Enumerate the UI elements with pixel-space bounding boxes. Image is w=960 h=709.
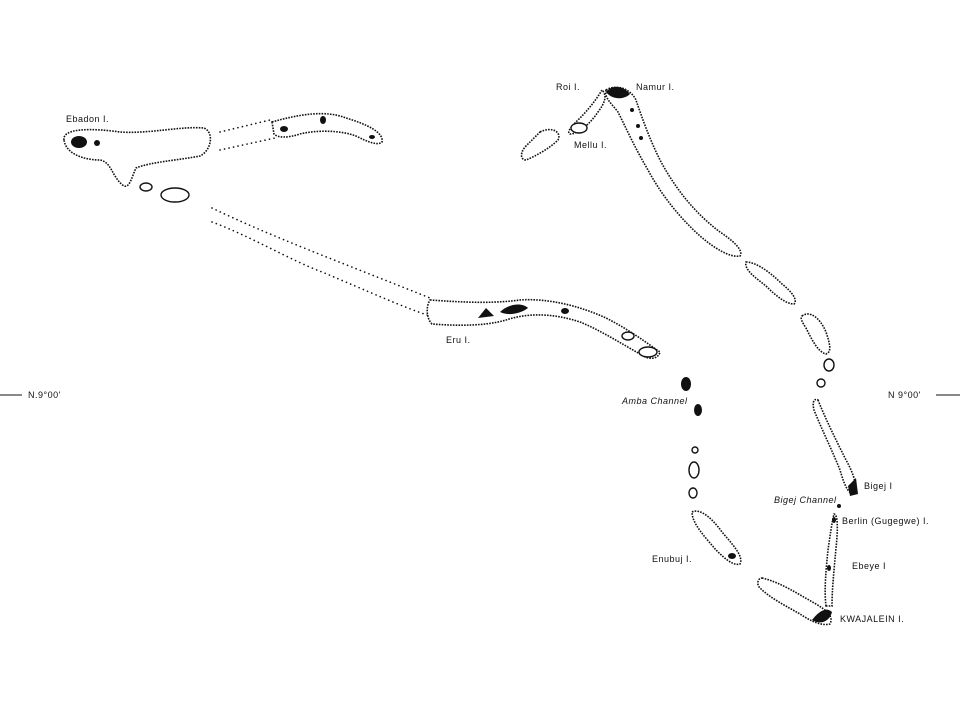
bigej-channel-islet (837, 504, 841, 508)
enubuj-reef (691, 510, 742, 566)
east-islet-1 (823, 358, 835, 372)
northwest-reef-arm (271, 112, 383, 145)
east-islet-2 (816, 378, 826, 388)
latitude-label-left: N.9°00' (28, 390, 61, 400)
label-bigej-channel: Bigej Channel (774, 495, 837, 505)
bigej-islet (848, 478, 858, 496)
ebadon-islet (71, 136, 87, 148)
berlin-islet (832, 517, 836, 523)
eru-islet-5 (638, 346, 658, 358)
eru-reef (426, 298, 661, 360)
amba-islet-2 (694, 404, 702, 416)
label-ebeye: Ebeye I (852, 561, 886, 571)
submerged-reef-north-west (219, 119, 271, 133)
amba-islet-5 (688, 487, 698, 499)
amba-islet-4 (688, 461, 700, 479)
east-reef-segment-1 (800, 313, 831, 355)
label-kwajalein: KWAJALEIN I. (840, 614, 904, 624)
label-bigej: Bigej I (864, 481, 893, 491)
label-ebadon: Ebadon I. (66, 114, 109, 124)
submerged-reef-north-west-2 (219, 137, 276, 151)
enubuj-islet (728, 553, 736, 559)
label-berlin: Berlin (Gugegwe) I. (842, 516, 929, 526)
northeast-islet-3 (639, 136, 643, 140)
ebadon-islet-small-1 (139, 182, 153, 192)
label-amba-channel: Amba Channel (621, 396, 688, 406)
ebeye-islet (827, 565, 831, 571)
southern-reef (757, 577, 832, 626)
latitude-label-right: N 9°00' (888, 390, 921, 400)
label-enubuj: Enubuj I. (652, 554, 692, 564)
ebeye-reef (824, 513, 839, 607)
amba-islet-1 (681, 377, 691, 391)
east-reef-segment-2 (745, 261, 797, 305)
northeast-islet-2 (636, 124, 640, 128)
northwest-islet-2 (320, 116, 326, 124)
ebadon-islet-2 (94, 140, 100, 146)
eru-islet-1 (478, 308, 494, 318)
northeast-reef (604, 86, 742, 258)
amba-islet-3 (691, 446, 699, 454)
mellu-islet (570, 122, 588, 134)
eru-islet-2 (500, 304, 528, 315)
label-namur: Namur I. (636, 82, 675, 92)
northwest-islet-1 (280, 126, 288, 132)
kwajalein-islet (812, 609, 832, 623)
label-eru: Eru I. (446, 335, 471, 345)
eru-islet-4 (621, 331, 635, 341)
northwest-islet-3 (369, 135, 375, 139)
eru-islet-3 (561, 308, 569, 314)
submerged-reef-to-eru-1 (211, 207, 431, 299)
northeast-islet-1 (630, 108, 634, 112)
bigej-reef (812, 398, 857, 495)
namur-islet (606, 86, 630, 99)
submerged-reef-to-eru-2 (211, 221, 431, 317)
mellu-west-reef (520, 128, 560, 161)
ebadon-reef (63, 126, 212, 187)
ebadon-islet-small-2 (160, 187, 190, 203)
label-roi: Roi I. (556, 82, 580, 92)
label-mellu: Mellu I. (574, 140, 607, 150)
